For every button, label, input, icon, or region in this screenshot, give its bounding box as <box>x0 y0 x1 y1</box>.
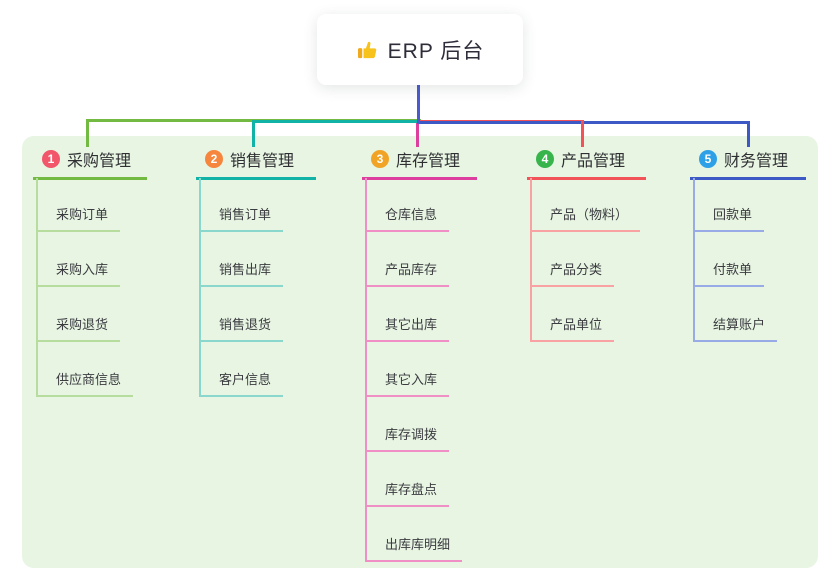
child-node[interactable]: 回款单 <box>693 202 765 232</box>
branch-header-4[interactable]: 4 产品管理 <box>527 147 646 180</box>
branch-4-label: 产品管理 <box>561 152 626 170</box>
thumbs-up-icon <box>356 39 378 61</box>
child-node[interactable]: 采购退货 <box>36 312 121 342</box>
branch-2-connector-drop <box>252 120 255 147</box>
branch-4-children-spine <box>530 178 532 342</box>
child-node[interactable]: 采购订单 <box>36 202 121 232</box>
branch-header-5[interactable]: 5 财务管理 <box>690 147 806 180</box>
child-node[interactable]: 客户信息 <box>199 367 284 397</box>
branch-5-children-spine <box>693 178 695 342</box>
root-connector-line <box>417 85 420 124</box>
branch-3-number-badge: 3 <box>371 149 389 168</box>
child-node[interactable]: 采购入库 <box>36 257 121 287</box>
child-node[interactable]: 产品分类 <box>530 257 615 287</box>
child-node[interactable]: 销售出库 <box>199 257 284 287</box>
branch-header-2[interactable]: 2 销售管理 <box>196 147 316 180</box>
branch-3-connector-drop <box>416 123 419 147</box>
branch-2-children-spine <box>199 178 201 397</box>
branch-5-label: 财务管理 <box>724 152 789 170</box>
child-node[interactable]: 付款单 <box>693 257 765 287</box>
branch-5-connector-horizontal <box>418 121 750 124</box>
branch-1-connector-drop <box>86 119 89 147</box>
branch-1-children-spine <box>36 178 38 397</box>
child-node[interactable]: 供应商信息 <box>36 367 134 397</box>
child-node[interactable]: 其它入库 <box>365 367 450 397</box>
branch-4-connector-drop <box>581 121 584 147</box>
branches-panel <box>22 136 818 568</box>
child-node[interactable]: 其它出库 <box>365 312 450 342</box>
child-node[interactable]: 产品库存 <box>365 257 450 287</box>
branch-2-label: 销售管理 <box>230 152 295 170</box>
child-node[interactable]: 出库库明细 <box>365 532 463 562</box>
branch-4-number-badge: 4 <box>536 149 554 168</box>
branch-2-number-badge: 2 <box>205 149 223 168</box>
child-node[interactable]: 库存盘点 <box>365 477 450 507</box>
branch-header-3[interactable]: 3 库存管理 <box>362 147 477 180</box>
child-node[interactable]: 库存调拨 <box>365 422 450 452</box>
child-node[interactable]: 销售订单 <box>199 202 284 232</box>
branch-1-label: 采购管理 <box>67 152 132 170</box>
child-node[interactable]: 仓库信息 <box>365 202 450 232</box>
branch-3-label: 库存管理 <box>396 152 461 170</box>
branch-1-number-badge: 1 <box>42 149 60 168</box>
child-node[interactable]: 结算账户 <box>693 312 778 342</box>
branch-2-connector-horizontal <box>252 120 421 123</box>
child-node[interactable]: 销售退货 <box>199 312 284 342</box>
child-node[interactable]: 产品（物料） <box>530 202 641 232</box>
root-node[interactable]: ERP 后台 <box>317 14 523 85</box>
branch-5-number-badge: 5 <box>699 149 717 168</box>
root-label: ERP 后台 <box>387 39 485 63</box>
branch-5-connector-drop <box>747 121 750 147</box>
branch-header-1[interactable]: 1 采购管理 <box>33 147 147 180</box>
branch-3-children-spine <box>365 178 367 562</box>
child-node[interactable]: 产品单位 <box>530 312 615 342</box>
